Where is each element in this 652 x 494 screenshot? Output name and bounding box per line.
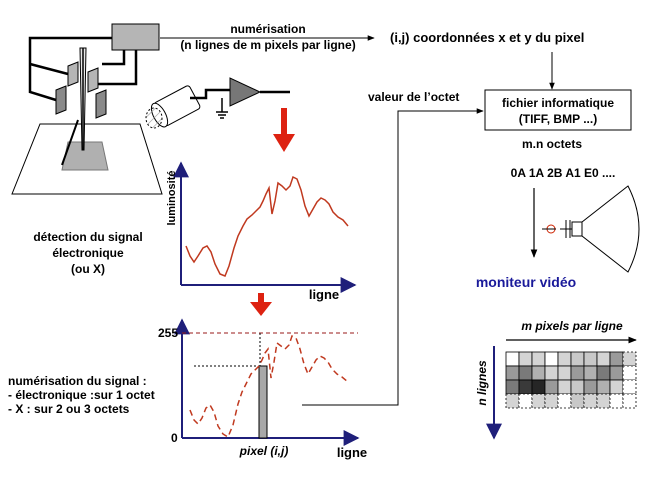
signal-chart-x-label: ligne bbox=[309, 287, 339, 302]
pixel-grid-top-label: m pixels par ligne bbox=[521, 319, 623, 333]
crt-monitor-icon bbox=[542, 185, 640, 273]
pixel-cell bbox=[583, 393, 598, 409]
detector-amplifier-icon bbox=[145, 77, 290, 129]
pixel-cell bbox=[505, 365, 520, 381]
pixel-cell bbox=[557, 393, 572, 409]
pixel-cell bbox=[544, 365, 559, 381]
pixel-cell bbox=[557, 351, 572, 367]
pixel-cell bbox=[609, 351, 624, 367]
coordinates-label: (i,j) coordonnées x et y du pixel bbox=[390, 30, 584, 45]
digitized-y-max: 255 bbox=[158, 326, 178, 340]
signal-curve bbox=[185, 175, 349, 277]
octet-value-arrow bbox=[302, 108, 484, 406]
file-box-line1: fichier informatique bbox=[502, 96, 614, 110]
pixel-cell bbox=[609, 379, 624, 395]
detection-label-line2: électronique bbox=[52, 246, 124, 260]
numerisation-title: numérisation bbox=[230, 22, 305, 36]
pixel-cell bbox=[609, 393, 624, 409]
pixel-cell bbox=[570, 379, 585, 395]
pixel-cell bbox=[518, 379, 533, 395]
pixel-cell bbox=[583, 351, 598, 367]
red-down-arrow-icon bbox=[250, 293, 272, 316]
pixel-cell bbox=[557, 379, 572, 395]
pixel-grid bbox=[505, 351, 637, 409]
digitized-y-min: 0 bbox=[171, 431, 178, 445]
file-size: m.n octets bbox=[522, 137, 582, 151]
pixel-cell bbox=[596, 351, 611, 367]
pixel-cell bbox=[531, 393, 546, 409]
octet-value-label: valeur de l’octet bbox=[368, 90, 459, 104]
pixel-label: pixel (i,j) bbox=[239, 444, 289, 458]
red-down-arrow-icon bbox=[273, 108, 295, 152]
pixel-bar bbox=[258, 365, 268, 439]
digitized-x-label: ligne bbox=[337, 445, 367, 460]
pixel-cell bbox=[518, 351, 533, 367]
pixel-cell bbox=[544, 379, 559, 395]
pixel-cell bbox=[531, 365, 546, 381]
pixel-cell bbox=[622, 351, 637, 367]
pixel-cell bbox=[544, 351, 559, 367]
detection-label-line3: (ou X) bbox=[71, 262, 105, 276]
pixel-cell bbox=[531, 351, 546, 367]
pixel-cell bbox=[622, 379, 637, 395]
pixel-cell bbox=[596, 379, 611, 395]
pixel-cell bbox=[596, 393, 611, 409]
pixel-cell bbox=[583, 365, 598, 381]
pixel-cell bbox=[544, 393, 559, 409]
numerisation-detail: (n lignes de m pixels par ligne) bbox=[180, 38, 355, 52]
pixel-cell bbox=[518, 365, 533, 381]
pixel-cell bbox=[531, 379, 546, 395]
microscope-apparatus-icon bbox=[11, 23, 163, 195]
pixel-cell bbox=[622, 393, 637, 409]
pixel-cell bbox=[609, 365, 624, 381]
pixel-cell bbox=[570, 365, 585, 381]
hex-sample: 0A 1A 2B A1 E0 .... bbox=[511, 166, 616, 180]
pixel-cell bbox=[518, 393, 533, 409]
pixel-cell bbox=[505, 351, 520, 367]
digitization-line1: numérisation du signal : bbox=[8, 374, 147, 388]
pixel-cell bbox=[596, 365, 611, 381]
pixel-cell bbox=[505, 393, 520, 409]
signal-chart-y-label: luminosité bbox=[166, 170, 178, 225]
digitization-line3: - X : sur 2 ou 3 octets bbox=[8, 402, 130, 416]
monitor-label: moniteur vidéo bbox=[476, 274, 576, 290]
pixel-cell bbox=[622, 365, 637, 381]
pixel-cell bbox=[583, 379, 598, 395]
digitized-curve bbox=[189, 334, 349, 439]
pixel-cell bbox=[570, 351, 585, 367]
pixel-cell bbox=[570, 393, 585, 409]
detection-label-line1: détection du signal bbox=[33, 230, 142, 244]
pixel-cell bbox=[557, 365, 572, 381]
pixel-grid-side-label: n lignes bbox=[475, 360, 489, 406]
digitization-line2: - électronique :sur 1 octet bbox=[8, 388, 155, 402]
file-box bbox=[484, 89, 632, 131]
pixel-cell bbox=[505, 379, 520, 395]
file-box-line2: (TIFF, BMP ...) bbox=[519, 112, 597, 126]
